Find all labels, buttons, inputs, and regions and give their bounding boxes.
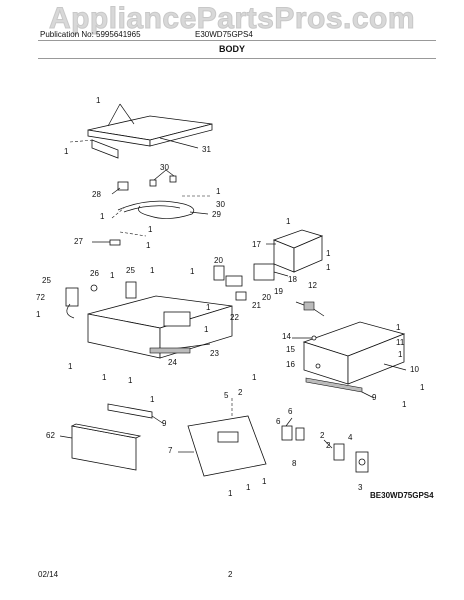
callout-label: 26: [90, 269, 99, 278]
callout-label: 21: [252, 301, 261, 310]
callout-label: 2: [326, 441, 331, 450]
part-25-26-72-side-parts[interactable]: [65, 281, 137, 319]
callout-label: 28: [92, 190, 101, 199]
part-22-23-24-main-wrapper[interactable]: [87, 295, 233, 359]
footer-date: 02/14: [38, 570, 59, 579]
callout-label: 10: [410, 365, 419, 374]
callout-label: 20: [214, 256, 223, 265]
callout-label: 23: [210, 349, 219, 358]
callout-label: 1: [100, 212, 105, 221]
callout-label: 5: [224, 391, 229, 400]
callout-label: 16: [286, 360, 295, 369]
callout-label: 62: [46, 431, 55, 440]
model-number: E30WD75GPS4: [195, 30, 253, 39]
callout-label: 27: [74, 237, 83, 246]
callout-label: 7: [168, 446, 173, 455]
header-rule: [38, 40, 436, 41]
part-2-3-4-knob-assembly[interactable]: [323, 439, 369, 473]
part-18-19-20-controls[interactable]: [213, 263, 289, 301]
callout-label: 1: [286, 217, 291, 226]
callout-label: 30: [160, 163, 169, 172]
part-7-control-panel[interactable]: [178, 398, 267, 477]
callout-label: 3: [358, 483, 363, 492]
callout-label: 31: [202, 145, 211, 154]
footer-page-number: 2: [228, 570, 233, 579]
callout-label: 29: [212, 210, 221, 219]
part-12-wire-harness[interactable]: [295, 301, 325, 317]
callout-label: 1: [146, 241, 151, 250]
section-rule: [38, 58, 436, 59]
callout-label: 20: [262, 293, 271, 302]
callout-label: 1: [206, 303, 211, 312]
callout-label: 1: [402, 400, 407, 409]
part-9-lower-trim[interactable]: [107, 403, 165, 425]
callout-label: 6: [288, 407, 293, 416]
callout-label: 19: [274, 287, 283, 296]
part-62-drawer-front[interactable]: [59, 423, 142, 471]
part-6-8-switches[interactable]: [281, 417, 305, 441]
callout-label: 1: [326, 263, 331, 272]
callout-label: 1: [64, 147, 69, 156]
callout-label: 1: [150, 395, 155, 404]
callout-label: 2: [320, 431, 325, 440]
part-30-clips[interactable]: [149, 169, 210, 197]
callout-label: 15: [286, 345, 295, 354]
part-27-bracket[interactable]: [92, 231, 147, 246]
callout-label: 1: [420, 383, 425, 392]
callout-label: 1: [252, 373, 257, 382]
part-29-heating-element[interactable]: [111, 200, 209, 219]
callout-label: 14: [282, 332, 291, 341]
callout-label: 24: [168, 358, 177, 367]
callout-label: 1: [190, 267, 195, 276]
publication-number: Publication No: 5995641965: [40, 30, 141, 39]
callout-label: 72: [36, 293, 45, 302]
watermark: AppliancePartsPros.com: [48, 2, 416, 36]
callout-label: 1: [110, 271, 115, 280]
part-10-11-drawer-liner[interactable]: [302, 321, 407, 385]
callout-label: 30: [216, 200, 225, 209]
section-title: BODY: [218, 44, 245, 54]
callout-label: 1: [150, 266, 155, 275]
callout-label: 18: [288, 275, 297, 284]
callout-label: 1: [204, 325, 209, 334]
part-17-control-box[interactable]: [266, 229, 324, 273]
callout-label: 4: [348, 433, 353, 442]
callout-label: 1: [102, 373, 107, 382]
callout-label: 11: [396, 338, 405, 347]
callout-label: 6: [276, 417, 281, 426]
callout-label: 1: [36, 310, 41, 319]
callout-label: 25: [126, 266, 135, 275]
part-9-rail[interactable]: [305, 377, 375, 399]
callout-label: 9: [162, 419, 167, 428]
part-28-bracket[interactable]: [111, 181, 129, 195]
diagram-code: BE30WD75GPS4: [370, 491, 434, 500]
callout-label: 22: [230, 313, 239, 322]
callout-label: 8: [292, 459, 297, 468]
callout-label: 12: [308, 281, 317, 290]
callout-label: 2: [238, 388, 243, 397]
callout-label: 1: [326, 249, 331, 258]
callout-label: 1: [246, 483, 251, 492]
callout-label: 1: [398, 350, 403, 359]
part-31-top-cover[interactable]: [69, 103, 213, 159]
callout-label: 1: [68, 362, 73, 371]
callout-label: 17: [252, 240, 261, 249]
callout-label: 1: [96, 96, 101, 105]
callout-label: 1: [396, 323, 401, 332]
callout-label: 1: [262, 477, 267, 486]
callout-label: 25: [42, 276, 51, 285]
callout-labels: 1 1 31 28 30 1 30 1 29 1 27 1 1 17 1 1 1…: [36, 96, 425, 498]
callout-label: 1: [228, 489, 233, 498]
callout-label: 1: [148, 225, 153, 234]
part-14-15-16-fasteners[interactable]: [292, 335, 321, 369]
callout-label: 9: [372, 393, 377, 402]
callout-label: 1: [128, 376, 133, 385]
callout-label: 1: [216, 187, 221, 196]
